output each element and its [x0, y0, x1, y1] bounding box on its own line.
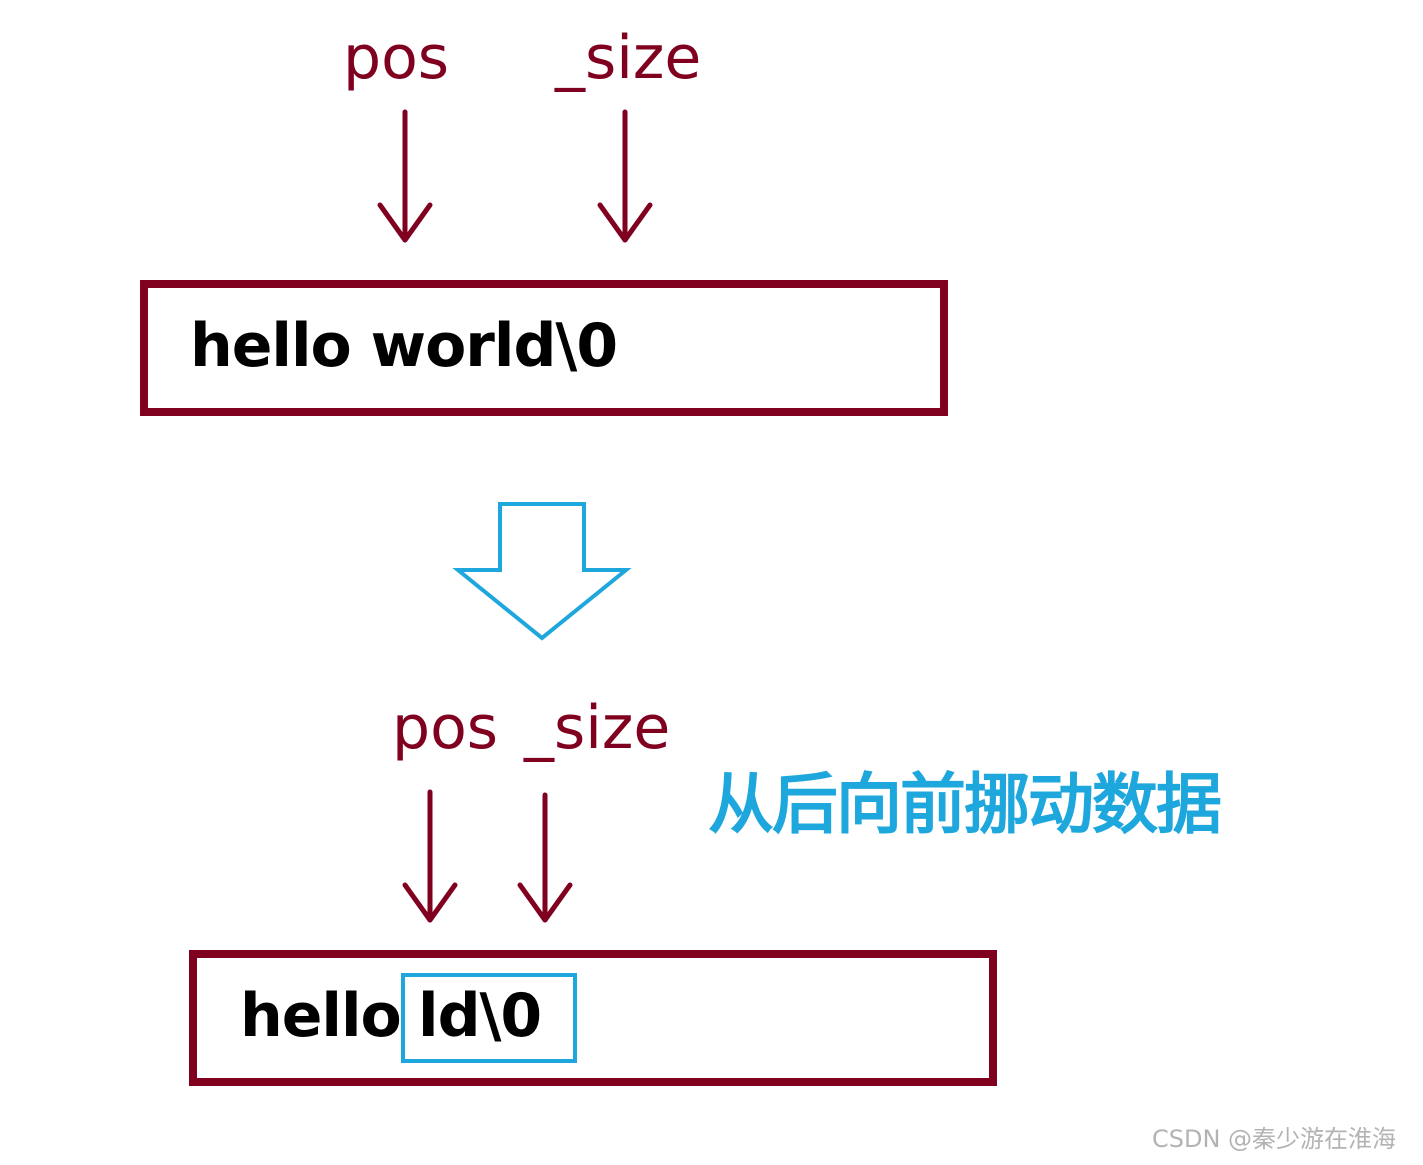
string-prefix-after: hello — [240, 981, 402, 1051]
size-label-after: _size — [524, 693, 671, 763]
down-arrow-icon — [597, 109, 653, 243]
down-arrow-icon — [517, 792, 573, 923]
down-arrow-icon — [402, 789, 458, 923]
string-box-after — [189, 950, 997, 1086]
string-box-before — [140, 280, 948, 416]
moved-data-text: ld\0 — [418, 981, 542, 1051]
annotation-text: 从后向前挪动数据 — [708, 766, 1222, 843]
pos-label-after: pos — [392, 693, 499, 763]
moved-data-highlight — [401, 973, 577, 1063]
down-arrow-icon — [377, 109, 433, 243]
size-label-before: _size — [555, 23, 702, 93]
pos-label-before: pos — [343, 23, 450, 93]
watermark: CSDN @秦少游在淮海 — [1152, 1125, 1397, 1153]
string-text-before: hello world\0 — [190, 311, 618, 381]
